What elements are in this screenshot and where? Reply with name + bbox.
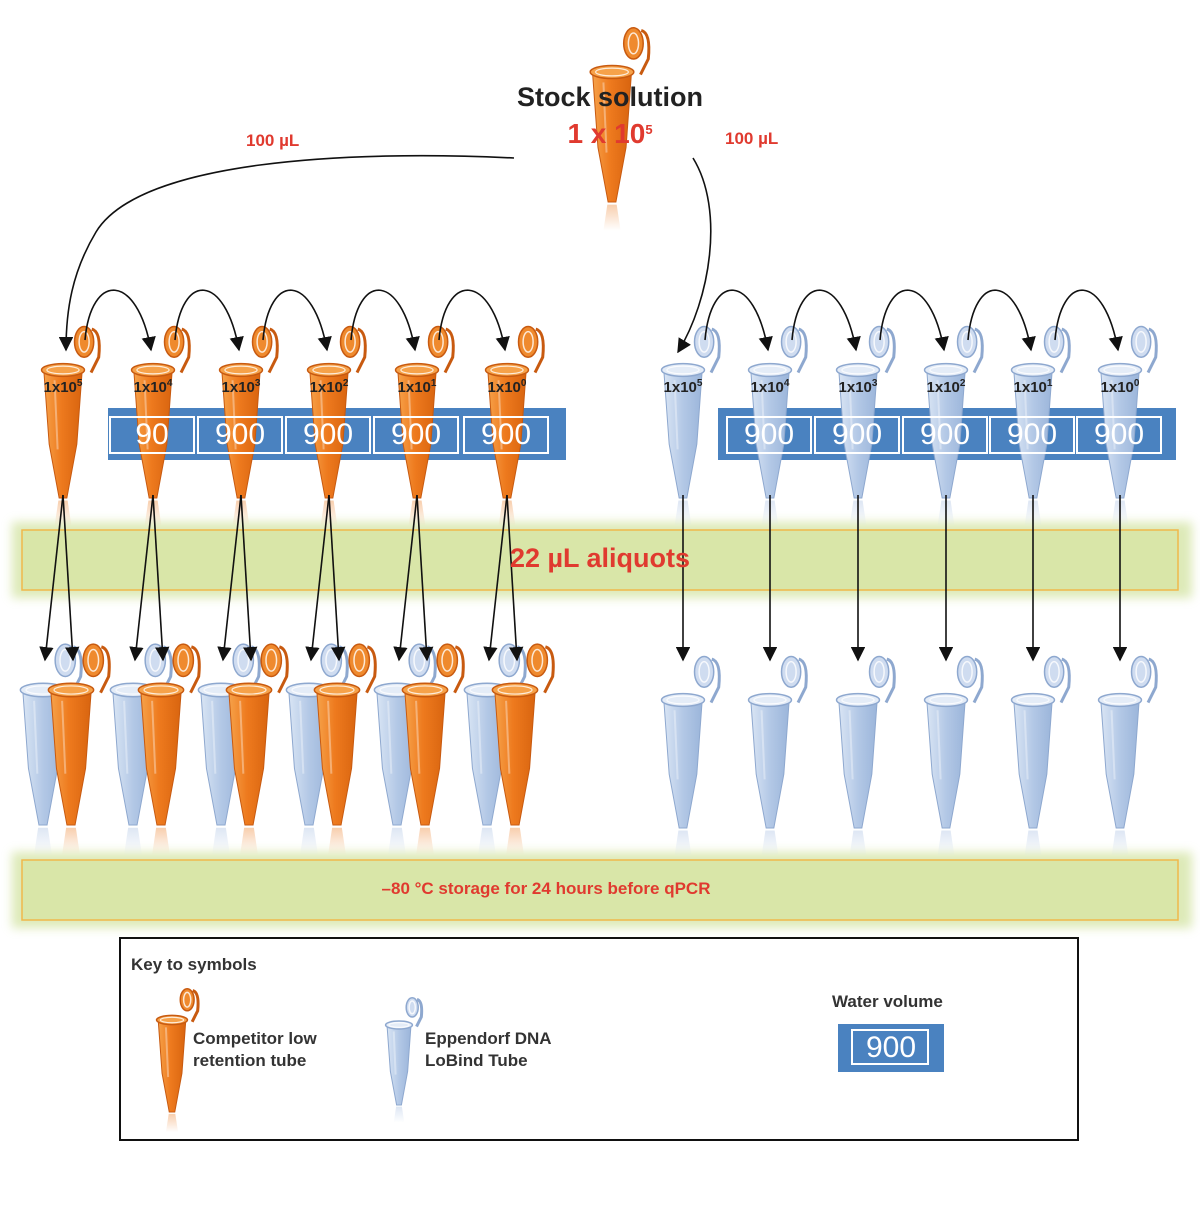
storage-tube-lobind-right-0 xyxy=(660,655,721,857)
stock-tube xyxy=(589,27,651,231)
concentration-label-left-0: 1x105 xyxy=(43,378,83,396)
storage-tube-competitor-2 xyxy=(225,643,289,855)
dilution-tube-competitor-3 xyxy=(306,325,367,527)
storage-tube-lobind-right-5 xyxy=(1097,655,1158,857)
storage-tube-lobind-right-4 xyxy=(1010,655,1071,857)
concentration-label-left-3: 1x102 xyxy=(309,378,349,396)
transfer-label-right: 100 µL xyxy=(725,129,779,148)
storage-tube-competitor-1 xyxy=(137,643,201,855)
storage-tube-lobind-right-3 xyxy=(923,655,984,857)
stock-concentration: 1 x 105 xyxy=(567,118,653,149)
aliquot-arrow-lobind-4 xyxy=(393,494,418,662)
storage-tube-competitor-0 xyxy=(47,643,111,855)
dilution-tube-lobind-5 xyxy=(1097,325,1158,527)
concentration-label-right-0: 1x105 xyxy=(663,378,703,396)
dilution-tube-lobind-0 xyxy=(660,325,721,527)
dilution-tube-lobind-2 xyxy=(835,325,896,527)
serial-arrow-left-2 xyxy=(262,289,332,352)
serial-arrow-right-1 xyxy=(791,289,861,352)
water-volume-right-0: 900 xyxy=(726,416,812,454)
water-volume-left-0: 90 xyxy=(109,416,195,454)
water-volume-left-2: 900 xyxy=(285,416,371,454)
dilution-tube-lobind-3 xyxy=(923,325,984,527)
key-water-example: 900 xyxy=(838,1024,944,1072)
water-volume-left-3: 900 xyxy=(373,416,459,454)
storage-banner xyxy=(12,852,1192,928)
key-competitor-tube-icon xyxy=(155,987,200,1133)
storage-banner-label: –80 °C storage for 24 hours before qPCR xyxy=(381,879,711,898)
storage-tube-lobind-right-2 xyxy=(835,655,896,857)
storage-tube-competitor-5 xyxy=(491,643,555,855)
aliquot-banner xyxy=(12,522,1192,598)
aliquot-arrow-competitor-4 xyxy=(416,494,434,662)
dilution-tube-competitor-0 xyxy=(40,325,101,527)
concentration-label-left-5: 1x100 xyxy=(487,378,527,396)
storage-tube-lobind-right-1 xyxy=(747,655,808,857)
dilution-tube-competitor-1 xyxy=(130,325,191,527)
aliquot-arrow-competitor-0 xyxy=(62,494,80,662)
aliquot-arrow-competitor-3 xyxy=(328,494,346,662)
aliquot-arrow-competitor-5 xyxy=(506,494,524,662)
water-volume-left-1: 900 xyxy=(197,416,283,454)
key-title: Key to symbols xyxy=(131,955,257,974)
stock-title: Stock solution xyxy=(516,82,703,112)
dilution-tube-lobind-4 xyxy=(1010,325,1071,527)
aliquot-arrow-lobind-1 xyxy=(129,494,154,662)
key-lobind-tube-icon xyxy=(384,997,424,1123)
concentration-label-right-4: 1x101 xyxy=(1013,378,1053,396)
key-water-title: Water volume xyxy=(832,992,943,1011)
serial-arrow-right-2 xyxy=(879,289,949,352)
aliquot-arrow-competitor-1 xyxy=(152,494,170,662)
serial-arrow-right-3 xyxy=(967,289,1036,352)
aliquot-banner-label: 22 µL aliquots xyxy=(509,543,691,573)
aliquot-arrow-lobind-5 xyxy=(483,494,508,662)
aliquot-arrow-lobind-0 xyxy=(39,494,64,662)
concentration-label-right-1: 1x104 xyxy=(750,378,790,396)
water-volume-right-2: 900 xyxy=(902,416,988,454)
serial-arrow-right-0 xyxy=(704,289,773,352)
water-volume-right-4: 900 xyxy=(1076,416,1162,454)
aliquot-arrow-lobind-2 xyxy=(217,494,242,662)
concentration-label-right-3: 1x102 xyxy=(926,378,966,396)
dilution-tube-competitor-5 xyxy=(484,325,545,527)
transfer-arrow-right xyxy=(677,157,712,354)
water-volume-right-3: 900 xyxy=(989,416,1075,454)
concentration-label-left-2: 1x103 xyxy=(221,378,261,396)
concentration-label-left-4: 1x101 xyxy=(397,378,437,396)
transfer-arrow-left xyxy=(58,154,515,352)
storage-tube-competitor-3 xyxy=(313,643,377,855)
serial-arrow-left-3 xyxy=(350,289,420,352)
water-volume-left-4: 900 xyxy=(463,416,549,454)
transfer-label-left: 100 µL xyxy=(246,131,300,150)
concentration-label-right-2: 1x103 xyxy=(838,378,878,396)
serial-arrow-left-0 xyxy=(84,289,156,352)
concentration-label-left-1: 1x104 xyxy=(133,378,173,396)
serial-arrow-right-4 xyxy=(1054,289,1123,352)
concentration-label-right-5: 1x100 xyxy=(1100,378,1140,396)
aliquot-arrow-lobind-3 xyxy=(305,494,330,662)
dilution-tube-competitor-2 xyxy=(218,325,279,527)
dilution-tube-lobind-1 xyxy=(747,325,808,527)
aliquot-arrow-competitor-2 xyxy=(240,494,258,662)
serial-arrow-left-4 xyxy=(438,289,510,352)
serial-arrow-left-1 xyxy=(174,289,244,352)
water-volume-right-1: 900 xyxy=(814,416,900,454)
dilution-tube-competitor-4 xyxy=(394,325,455,527)
storage-tube-competitor-4 xyxy=(401,643,465,855)
